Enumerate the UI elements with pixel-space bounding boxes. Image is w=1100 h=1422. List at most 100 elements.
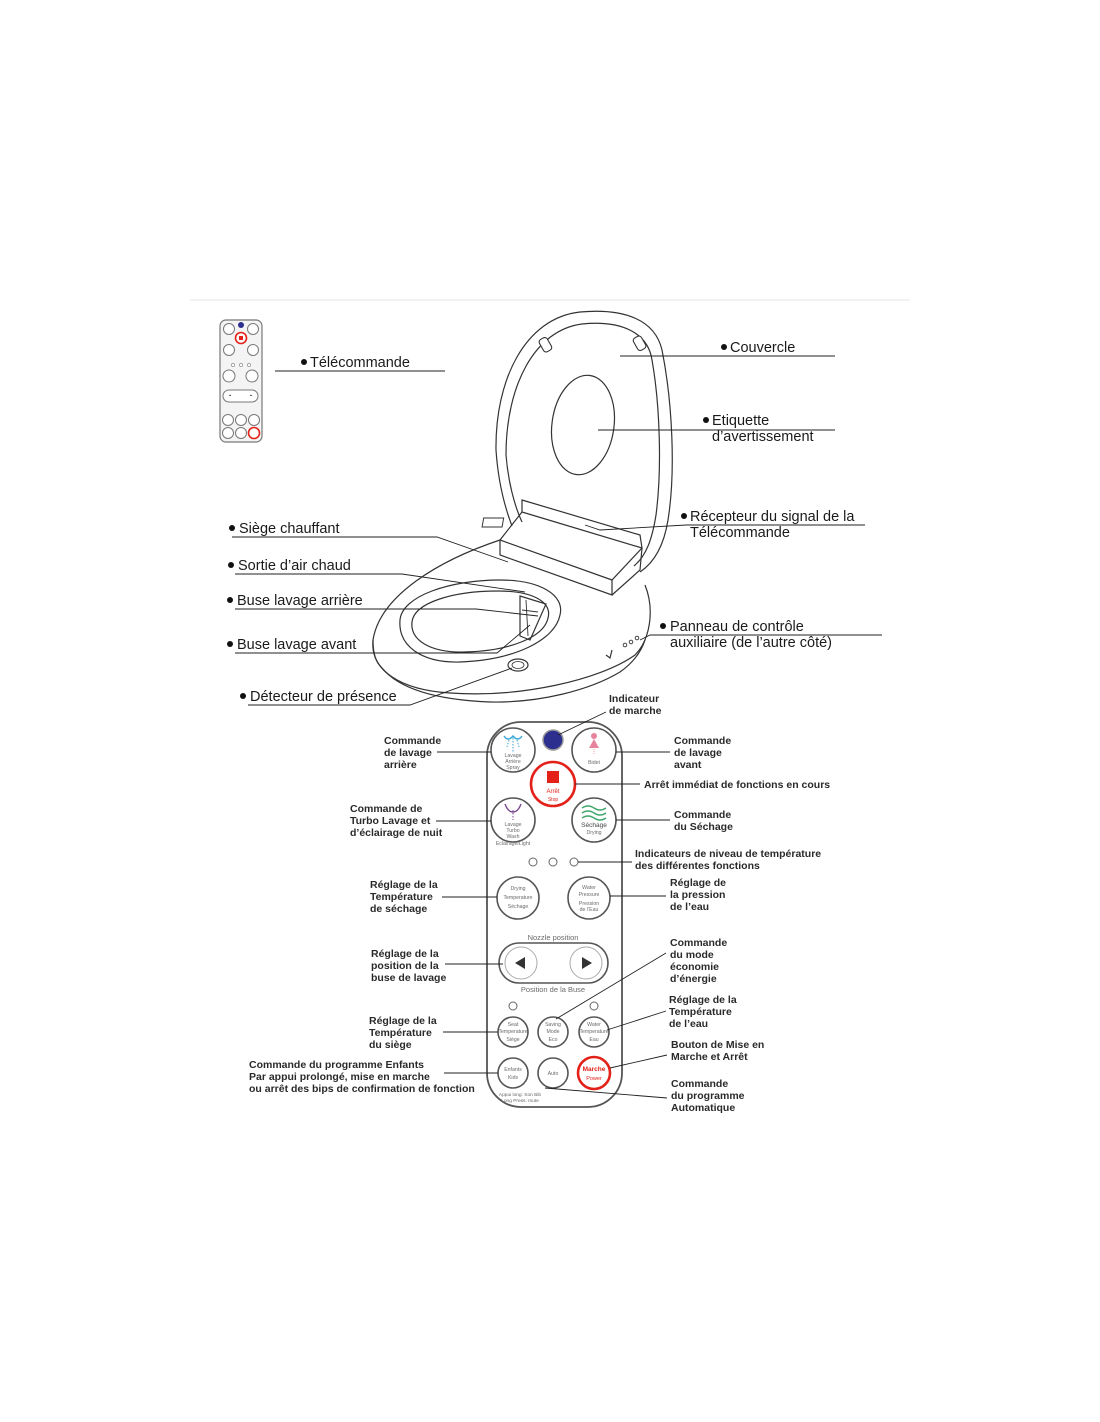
svg-text:d’avertissement: d’avertissement [712, 429, 814, 445]
long-press-note-2: Long Press: mute [501, 1098, 539, 1104]
arrow-left-icon [515, 957, 525, 969]
remote-thumbnail [219, 319, 263, 443]
svg-text:Télécommande: Télécommande [310, 355, 410, 371]
svg-text:Température: Température [669, 1006, 732, 1018]
seat-label-recepteur: Récepteur du signal de la Télécommande [584, 509, 865, 541]
svg-text:avant: avant [674, 759, 702, 771]
seat-label-siege: Siège chauffant [229, 521, 509, 563]
svg-text:du Séchage: du Séchage [674, 821, 733, 833]
svg-text:Eco: Eco [549, 1037, 558, 1043]
svg-text:Water: Water [587, 1022, 601, 1028]
svg-text:Température: Température [369, 1027, 432, 1039]
svg-text:Réglage de la: Réglage de la [371, 948, 439, 960]
drying-temperature-button[interactable]: Drying Temperature Séchage [496, 876, 540, 920]
nozzle-position-label-fr: Position de la Buse [521, 985, 585, 994]
auto-button[interactable]: Auto [537, 1057, 569, 1089]
label-marche: Bouton de Mise en Marche et Arrêt [609, 1039, 764, 1069]
svg-text:de l’eau: de l’eau [670, 901, 709, 913]
power-button[interactable]: Marche Power [576, 1055, 612, 1091]
svg-text:du siège: du siège [369, 1039, 412, 1051]
svg-text:de marche: de marche [609, 705, 662, 717]
stop-button[interactable]: Arrêt Stop [529, 760, 577, 808]
svg-text:Arrière: Arrière [505, 759, 521, 765]
svg-text:de séchage: de séchage [370, 903, 427, 915]
svg-text:Marche: Marche [583, 1066, 606, 1073]
svg-text:Saving: Saving [545, 1022, 561, 1028]
svg-text:de lavage: de lavage [384, 747, 432, 759]
svg-text:Réglage de la: Réglage de la [370, 879, 438, 891]
svg-text:Turbo: Turbo [506, 828, 519, 834]
svg-text:d’énergie: d’énergie [670, 973, 717, 985]
seat-label-detecteur: Détecteur de présence [240, 667, 513, 706]
svg-text:Commande: Commande [670, 937, 727, 949]
rear-wash-button[interactable]: Lavage Arrière Spray [490, 727, 536, 773]
svg-text:du mode: du mode [670, 949, 714, 961]
seat-temperature-button[interactable]: Seat Temperature Siège [497, 1016, 529, 1048]
power-indicator-light [542, 729, 564, 751]
saving-mode-button[interactable]: Saving Mode Eco [537, 1016, 569, 1048]
svg-text:Arrêt: Arrêt [546, 789, 559, 795]
svg-text:Bidet: Bidet [588, 760, 600, 766]
nozzle-position-label: Nozzle position [528, 933, 579, 942]
long-press-note-1: Appui long: Son Bib [499, 1092, 541, 1098]
svg-text:de l’Eau: de l’Eau [580, 907, 599, 913]
seat-temp-indicator [508, 1001, 518, 1011]
svg-text:Stop: Stop [548, 797, 559, 803]
svg-text:arrière: arrière [384, 759, 417, 771]
svg-text:Panneau de contrôle: Panneau de contrôle [670, 619, 804, 635]
svg-text:Drying: Drying [587, 830, 602, 836]
nozzle-left-button[interactable] [504, 946, 538, 980]
svg-text:Siège chauffant: Siège chauffant [239, 521, 340, 537]
svg-text:Turbo Lavage et: Turbo Lavage et [350, 815, 431, 827]
label-indicateur: Indicateur de marche [557, 693, 662, 736]
seat-label-etiquette: Etiquette d’avertissement [598, 413, 835, 445]
svg-text:Enfants: Enfants [504, 1067, 522, 1073]
nozzle-right-button[interactable] [569, 946, 603, 980]
svg-text:Réglage de la: Réglage de la [369, 1015, 437, 1027]
svg-text:Séchage: Séchage [508, 904, 529, 910]
svg-text:Commande: Commande [674, 809, 731, 821]
svg-text:Arrêt immédiat de fonctions en: Arrêt immédiat de fonctions en cours [644, 779, 830, 791]
temp-indicator-2 [548, 857, 558, 867]
svg-text:Par appui prolongé, mise en ma: Par appui prolongé, mise en marche [249, 1071, 430, 1083]
svg-text:Commande: Commande [384, 735, 441, 747]
svg-text:Temperature: Temperature [503, 895, 532, 901]
svg-text:Auto: Auto [548, 1071, 559, 1077]
svg-text:du programme: du programme [671, 1090, 745, 1102]
svg-text:la pression: la pression [670, 889, 725, 901]
label-temp-sechage: Réglage de la Température de séchage [370, 879, 497, 915]
arrow-right-icon [582, 957, 592, 969]
svg-text:Commande: Commande [674, 735, 731, 747]
svg-text:Kids: Kids [508, 1075, 518, 1081]
drying-button[interactable]: Séchage Drying [571, 797, 617, 843]
svg-text:buse de lavage: buse de lavage [371, 972, 446, 984]
svg-text:Seat: Seat [508, 1022, 519, 1028]
svg-text:Réglage de la: Réglage de la [669, 994, 737, 1006]
temp-indicator-3 [569, 857, 579, 867]
svg-text:Séchage: Séchage [581, 822, 607, 829]
bidet-button[interactable]: Bidet [571, 727, 617, 773]
kids-button[interactable]: Enfants Kids [497, 1057, 529, 1089]
water-pressure-button[interactable]: Water Pressure Pression de l’Eau [567, 876, 611, 920]
water-temperature-button[interactable]: Water Temperature Eau [578, 1016, 610, 1048]
seat-label-sortie: Sortie d’air chaud [228, 558, 526, 593]
svg-text:Commande: Commande [671, 1078, 728, 1090]
seat-label-panneau: Panneau de contrôle auxiliaire (de l’aut… [639, 619, 882, 651]
svg-text:Pression: Pression [579, 901, 599, 907]
seat-label-couvercle: Couvercle [620, 340, 835, 357]
svg-text:Commande du programme Enfants: Commande du programme Enfants [249, 1059, 424, 1071]
svg-text:Buse lavage avant: Buse lavage avant [237, 637, 356, 653]
svg-text:économie: économie [670, 961, 719, 973]
turbo-wash-button[interactable]: Lavage Turbo Wash Eclairage/Light [490, 797, 536, 847]
svg-text:des différentes fonctions: des différentes fonctions [635, 860, 760, 872]
svg-text:Temperature: Temperature [579, 1029, 608, 1035]
label-sechage: Commande du Séchage [616, 809, 733, 833]
svg-text:Drying: Drying [511, 886, 526, 892]
svg-text:Temperature: Temperature [498, 1029, 527, 1035]
svg-text:Marche et Arrêt: Marche et Arrêt [671, 1051, 748, 1063]
svg-text:Etiquette: Etiquette [712, 413, 769, 429]
seat-label-telecommande: Télécommande [275, 355, 445, 372]
svg-text:Water: Water [582, 885, 596, 891]
label-temp-siege: Réglage de la Température du siège [369, 1015, 498, 1051]
